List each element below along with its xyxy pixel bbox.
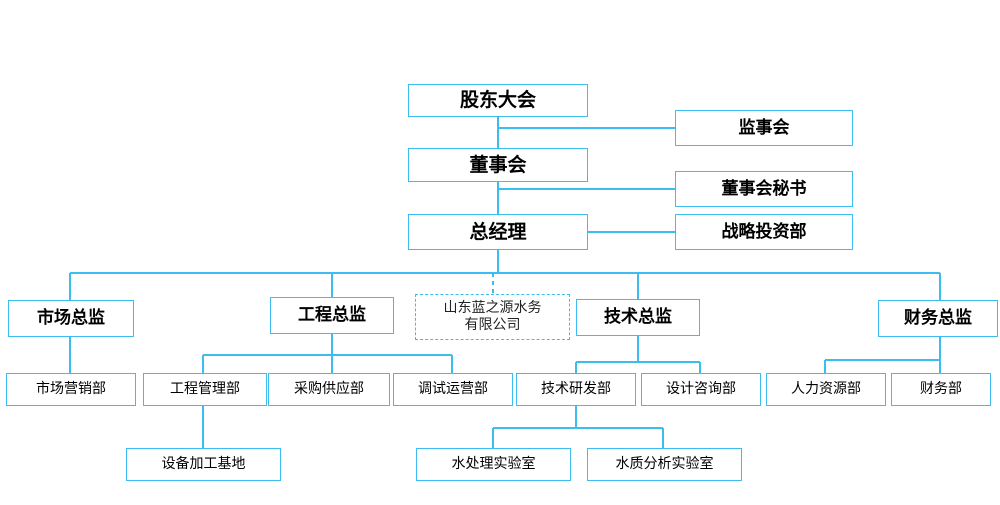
node-supervisory-board[interactable]: 监事会 bbox=[675, 110, 853, 146]
node-board-secretary[interactable]: 董事会秘书 bbox=[675, 171, 853, 207]
node-water-quality-analysis-lab[interactable]: 水质分析实验室 bbox=[587, 448, 742, 481]
node-company-name-ghost: 山东蓝之源水务 有限公司 bbox=[415, 294, 570, 340]
node-hr-dept[interactable]: 人力资源部 bbox=[766, 373, 886, 406]
node-engineering-director[interactable]: 工程总监 bbox=[270, 297, 394, 334]
node-market-director[interactable]: 市场总监 bbox=[8, 300, 134, 337]
node-water-treatment-lab[interactable]: 水处理实验室 bbox=[416, 448, 571, 481]
node-procurement-supply-dept[interactable]: 采购供应部 bbox=[268, 373, 390, 406]
node-engineering-management-dept[interactable]: 工程管理部 bbox=[143, 373, 267, 406]
node-technical-director[interactable]: 技术总监 bbox=[576, 299, 700, 336]
node-general-manager[interactable]: 总经理 bbox=[408, 214, 588, 250]
node-rnd-dept[interactable]: 技术研发部 bbox=[516, 373, 636, 406]
node-commissioning-operations-dept[interactable]: 调试运营部 bbox=[393, 373, 513, 406]
node-finance-dept[interactable]: 财务部 bbox=[891, 373, 991, 406]
node-equipment-processing-base[interactable]: 设备加工基地 bbox=[126, 448, 281, 481]
node-marketing-dept[interactable]: 市场营销部 bbox=[6, 373, 136, 406]
node-board-of-directors[interactable]: 董事会 bbox=[408, 148, 588, 182]
node-finance-director[interactable]: 财务总监 bbox=[878, 300, 998, 337]
node-shareholders-meeting[interactable]: 股东大会 bbox=[408, 84, 588, 117]
node-design-consulting-dept[interactable]: 设计咨询部 bbox=[641, 373, 761, 406]
node-strategic-investment-dept[interactable]: 战略投资部 bbox=[675, 214, 853, 250]
